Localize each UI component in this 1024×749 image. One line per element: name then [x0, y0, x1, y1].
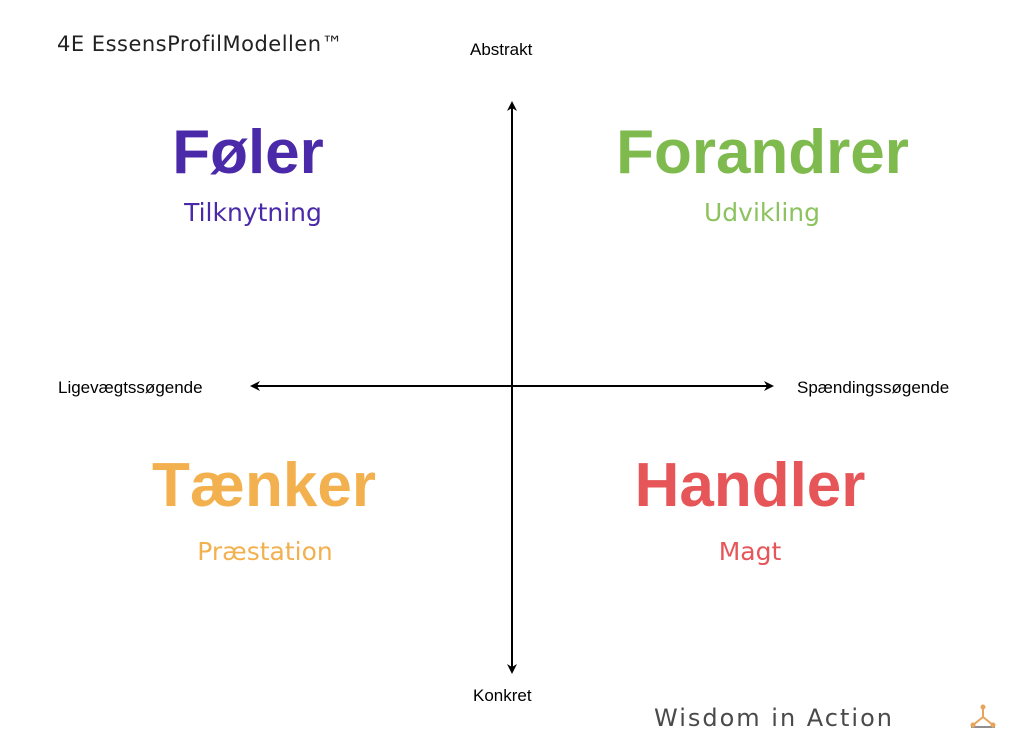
quadrant-subtitle-praestation: Præstation	[197, 537, 333, 566]
axis-label-right: Spændingssøgende	[797, 378, 950, 397]
quadrant-name-handler: Handler	[634, 451, 866, 520]
diagram-title: 4E EssensProfilModellen™	[57, 32, 344, 56]
quadrant-name-taenker: Tænker	[152, 451, 376, 520]
quadrant-subtitle-magt: Magt	[718, 537, 782, 566]
quadrant-name-forandrer: Forandrer	[616, 118, 909, 187]
axis-label-left: Ligevægtssøgende	[58, 378, 203, 397]
axis-label-bottom: Konkret	[473, 686, 532, 705]
logo-icon	[970, 704, 996, 728]
quadrant-subtitle-tilknytning: Tilknytning	[184, 198, 322, 227]
axis-label-top: Abstrakt	[470, 40, 533, 59]
quadrant-name-foeler: Føler	[172, 118, 324, 187]
logo-text: Wisdom in Action	[654, 704, 894, 732]
quadrant-subtitle-udvikling: Udvikling	[704, 198, 820, 227]
